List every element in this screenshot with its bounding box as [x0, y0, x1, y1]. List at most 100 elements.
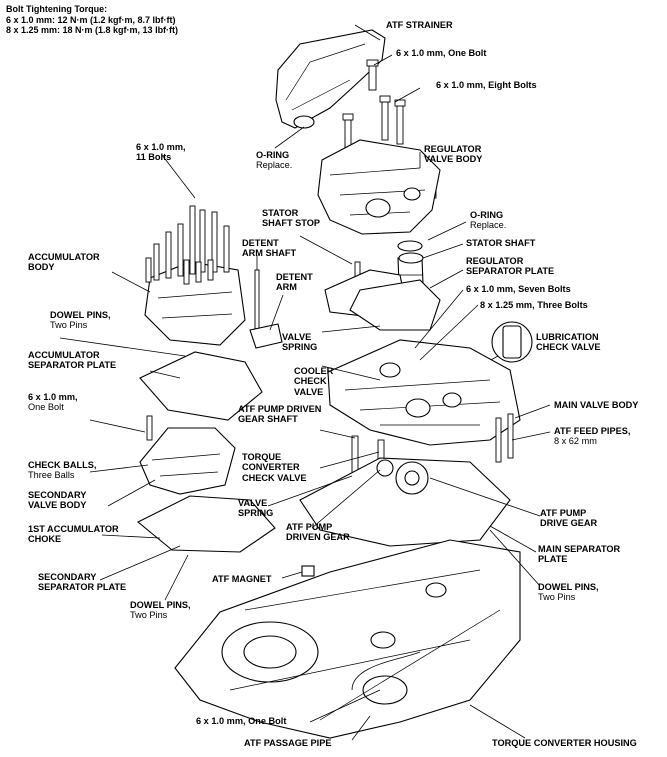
label-detent-arm-shaft: DETENT ARM SHAFT: [242, 238, 296, 259]
label-accumulator-separator-plate-line2: SEPARATOR PLATE: [28, 360, 117, 371]
main-valve-body-part: [327, 339, 521, 446]
label-atf-pump-driven-gear-line1: ATF PUMP: [286, 522, 333, 532]
label-oring-2-line2: Replace.: [470, 220, 507, 231]
label-bolt-seven: 6 x 1.0 mm, Seven Bolts: [466, 284, 571, 294]
label-bolt-eleven-line1: 6 x 1.0 mm,: [136, 142, 186, 152]
label-bolt-one-bottom: 6 x 1.0 mm, One Bolt: [196, 716, 287, 726]
label-secondary-separator-plate-line1: SECONDARY: [38, 572, 97, 582]
label-dowel-pins-1-line1: DOWEL PINS,: [50, 310, 111, 320]
label-accumulator-body-line2: BODY: [28, 262, 55, 273]
main-separator-plate-part: [299, 457, 511, 547]
label-check-balls-line2: Three Balls: [28, 470, 75, 481]
accumulator-body-part: [144, 205, 246, 346]
label-regulator-separator-plate: REGULATOR SEPARATOR PLATE: [466, 256, 554, 277]
label-stator-shaft: STATOR SHAFT: [466, 238, 536, 248]
label-dowel-pins-2-line1: DOWEL PINS,: [130, 600, 191, 610]
label-torque-converter-check-valve-line3: CHECK VALVE: [242, 472, 307, 483]
label-atf-strainer: ATF STRAINER: [386, 20, 453, 30]
label-torque-converter-check-valve: TORQUE CONVERTER CHECK VALVE: [242, 452, 307, 483]
label-atf-pump-driven-gear: ATF PUMP DRIVEN GEAR: [286, 522, 350, 543]
label-1st-accumulator-choke-line2: CHOKE: [28, 534, 62, 545]
label-dowel-pins-2: DOWEL PINS, Two Pins: [130, 600, 191, 621]
label-stator-shaft-stop-line1: STATOR: [262, 208, 299, 218]
label-atf-magnet: ATF MAGNET: [212, 574, 272, 584]
label-oring-1-line1: O-RING: [256, 150, 290, 160]
label-accumulator-body: ACCUMULATOR BODY: [28, 252, 100, 273]
label-secondary-valve-body-line2: VALVE BODY: [28, 500, 87, 511]
label-cooler-check-valve-line2: CHECK: [294, 376, 327, 387]
label-cooler-check-valve: COOLER CHECK VALVE: [294, 366, 333, 397]
label-valve-spring-1: VALVE SPRING: [282, 332, 317, 353]
label-atf-feed-pipes-line1: ATF FEED PIPES,: [554, 426, 631, 436]
label-cooler-check-valve-line1: COOLER: [294, 366, 334, 376]
atf-feed-pipes-part: [495, 413, 514, 463]
leader-lines: [59, 24, 551, 741]
label-lubrication-check-valve-line1: LUBRICATION: [536, 332, 599, 342]
label-dowel-pins-3-line1: DOWEL PINS,: [538, 582, 599, 592]
label-atf-feed-pipes-line2: 8 x 62 mm: [554, 436, 597, 447]
label-main-separator-plate: MAIN SEPARATOR PLATE: [538, 544, 620, 565]
label-atf-passage-pipe: ATF PASSAGE PIPE: [244, 738, 332, 748]
label-1st-accumulator-choke-line1: 1ST ACCUMULATOR: [28, 524, 119, 534]
label-dowel-pins-3: DOWEL PINS, Two Pins: [538, 582, 599, 603]
label-bolt-one-mid-line1: 6 x 1.0 mm,: [28, 392, 78, 402]
label-dowel-pins-2-line2: Two Pins: [130, 610, 168, 621]
label-bolt-eight: 6 x 1.0 mm, Eight Bolts: [436, 80, 537, 90]
label-cooler-check-valve-line3: VALVE: [294, 386, 324, 397]
torque-note: Bolt Tightening Torque: 6 x 1.0 mm: 12 N…: [6, 4, 178, 36]
label-lubrication-check-valve: LUBRICATION CHECK VALVE: [536, 332, 601, 353]
label-check-balls: CHECK BALLS, Three Balls: [28, 460, 96, 481]
label-check-balls-line1: CHECK BALLS,: [28, 460, 97, 470]
label-oring-1-line2: Replace.: [256, 160, 293, 171]
label-atf-pump-driven-gear-shaft-line2: GEAR SHAFT: [238, 414, 298, 425]
label-regulator-valve-body-line2: VALVE BODY: [424, 154, 483, 165]
label-accumulator-body-line1: ACCUMULATOR: [28, 252, 100, 262]
label-secondary-separator-plate-line2: SEPARATOR PLATE: [38, 582, 127, 593]
label-valve-spring-2-line1: VALVE: [238, 498, 268, 508]
atf-strainer-part: [275, 29, 386, 129]
label-regulator-valve-body-line1: REGULATOR: [424, 144, 482, 154]
label-oring-2: O-RING Replace.: [470, 210, 506, 231]
secondary-valve-body-part: [139, 415, 236, 495]
label-valve-spring-1-line1: VALVE: [282, 332, 312, 342]
label-dowel-pins-3-line2: Two Pins: [538, 592, 576, 603]
torque-converter-housing-part: [174, 539, 521, 739]
label-main-separator-plate-line2: PLATE: [538, 554, 568, 565]
torque-line-1: 6 x 1.0 mm: 12 N·m (1.2 kgf·m, 8.7 lbf·f…: [6, 14, 176, 25]
accumulator-separator-plate-part: [139, 351, 263, 421]
label-valve-spring-1-line2: SPRING: [282, 342, 318, 353]
label-torque-converter-housing: TORQUE CONVERTER HOUSING: [492, 738, 637, 748]
atf-magnet-part: [301, 565, 315, 577]
regulator-valve-body-part: [317, 139, 441, 235]
label-bolt-three: 8 x 1.25 mm, Three Bolts: [480, 300, 588, 310]
label-lubrication-check-valve-line2: CHECK VALVE: [536, 342, 601, 353]
label-regulator-separator-plate-line1: REGULATOR: [466, 256, 524, 266]
label-atf-pump-driven-gear-line2: DRIVEN GEAR: [286, 532, 350, 543]
label-regulator-valve-body: REGULATOR VALVE BODY: [424, 144, 482, 165]
atf-pump-drive-gear-part: [376, 459, 429, 495]
label-detent-arm-shaft-line2: ARM SHAFT: [242, 248, 297, 259]
secondary-separator-plate-part: [136, 495, 276, 553]
label-atf-pump-driven-gear-shaft-line1: ATF PUMP DRIVEN: [238, 404, 322, 414]
label-atf-feed-pipes: ATF FEED PIPES, 8 x 62 mm: [554, 426, 630, 447]
label-valve-spring-2-line2: SPRING: [238, 508, 274, 519]
label-regulator-separator-plate-line2: SEPARATOR PLATE: [466, 266, 555, 277]
label-detent-arm-line2: ARM: [276, 282, 297, 293]
label-detent-arm-line1: DETENT: [276, 272, 313, 282]
label-stator-shaft-stop: STATOR SHAFT STOP: [262, 208, 320, 229]
label-oring-2-line1: O-RING: [470, 210, 504, 220]
label-accumulator-separator-plate: ACCUMULATOR SEPARATOR PLATE: [28, 350, 116, 371]
label-atf-pump-drive-gear-line2: DRIVE GEAR: [540, 518, 598, 529]
label-torque-converter-check-valve-line1: TORQUE: [242, 452, 282, 462]
label-atf-pump-drive-gear-line1: ATF PUMP: [540, 508, 587, 518]
label-bolt-one-top: 6 x 1.0 mm, One Bolt: [396, 48, 487, 58]
label-secondary-separator-plate: SECONDARY SEPARATOR PLATE: [38, 572, 126, 593]
label-oring-1: O-RING Replace.: [256, 150, 292, 171]
label-secondary-valve-body-line1: SECONDARY: [28, 490, 87, 500]
label-dowel-pins-1: DOWEL PINS, Two Pins: [50, 310, 111, 331]
label-accumulator-separator-plate-line1: ACCUMULATOR: [28, 350, 100, 360]
label-atf-pump-driven-gear-shaft: ATF PUMP DRIVEN GEAR SHAFT: [238, 404, 321, 425]
label-detent-arm-shaft-line1: DETENT: [242, 238, 279, 248]
lubrication-check-valve-part: [454, 321, 533, 381]
